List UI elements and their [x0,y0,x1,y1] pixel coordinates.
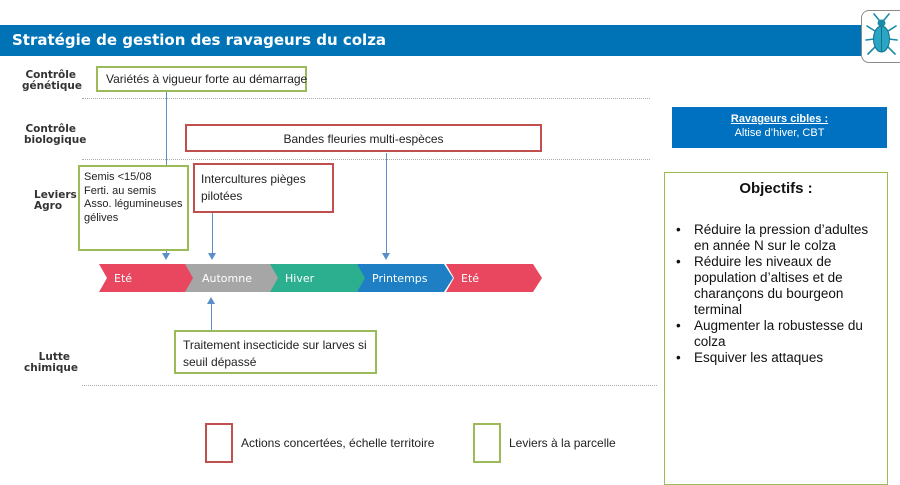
arrow-head [208,253,216,260]
ravageurs-title: Ravageurs cibles : [730,113,829,125]
row-label-chimique: Lutte chimique [24,351,78,374]
semis-box: Semis <15/08 Ferti. au semis Asso. légum… [78,165,189,251]
objectif-item: Esquiver les attaques [676,350,883,366]
ravageurs-text: Altise d’hiver, CBT [734,127,825,139]
intercultures-box: Intercultures pièges pilotées [193,163,334,213]
box-line: pilotées [201,189,243,203]
beetle-logo [861,10,900,63]
row-label-line: Agro [34,200,63,212]
season-ete-1: Eté [99,264,195,292]
row-label-line: Leviers [34,189,77,201]
row-label-line: Contrôle [25,69,76,81]
legend-green-square [473,423,501,463]
row-label-line: chimique [24,362,78,374]
box-line: Intercultures pièges [201,172,306,186]
box-line: seuil dépassé [183,355,257,369]
season-automne: Automne [185,264,281,292]
objectif-item: Augmenter la robustesse du colza [676,318,883,350]
row-label-line: Contrôle [25,123,76,135]
legend-green-label: Leviers à la parcelle [509,436,616,450]
ravageurs-box: Ravageurs cibles : Altise d’hiver, CBT [672,107,887,148]
arrow-line [212,213,213,253]
box-line: Ferti. au semis [84,184,157,197]
box-line: gélives [84,211,119,224]
slide-title: Stratégie de gestion des ravageurs du co… [12,31,387,49]
row-label-line: biologique [24,134,87,146]
arrow-line [386,153,387,253]
arrow-head [207,297,215,304]
legend-red-label: Actions concertées, échelle territoire [241,436,435,450]
season-hiver: Hiver [270,264,366,292]
objectifs-box: Objectifs : Réduire la pression d’adulte… [664,172,888,485]
objectifs-list: Réduire la pression d’adultes en année N… [665,222,887,366]
box-line: Asso. légumineuses [84,198,183,210]
objectifs-title: Objectifs : [739,180,813,197]
season-ete-2: Eté [446,264,542,292]
arrow-head [162,253,170,260]
objectif-item: Réduire les niveaux de population d’alti… [676,254,883,318]
varietes-box: Variétés à vigueur forte au démarrage [96,66,307,92]
row-label-line: Lutte [38,351,70,363]
bandes-fleuries-box: Bandes fleuries multi-espèces [185,124,542,152]
legend-red-square [205,423,233,463]
arrow-line [211,304,212,331]
traitement-box: Traitement insecticide sur larves si seu… [174,330,377,374]
beetle-icon [865,13,898,55]
objectif-item: Réduire la pression d’adultes en année N… [676,222,883,254]
row-label-biologique: Contrôle biologique [24,123,87,146]
arrow-head [382,253,390,260]
row-divider [82,98,650,99]
row-label-agro: Leviers Agro [34,190,77,212]
row-label-line: génétique [22,80,82,92]
season-printemps: Printemps [357,264,453,292]
row-divider [82,385,657,386]
row-label-genetique: Contrôle génétique [22,69,82,92]
box-line: Semis <15/08 [84,171,152,183]
box-line: Traitement insecticide sur larves si [183,338,367,352]
row-divider [82,159,650,160]
title-bar [0,25,870,56]
